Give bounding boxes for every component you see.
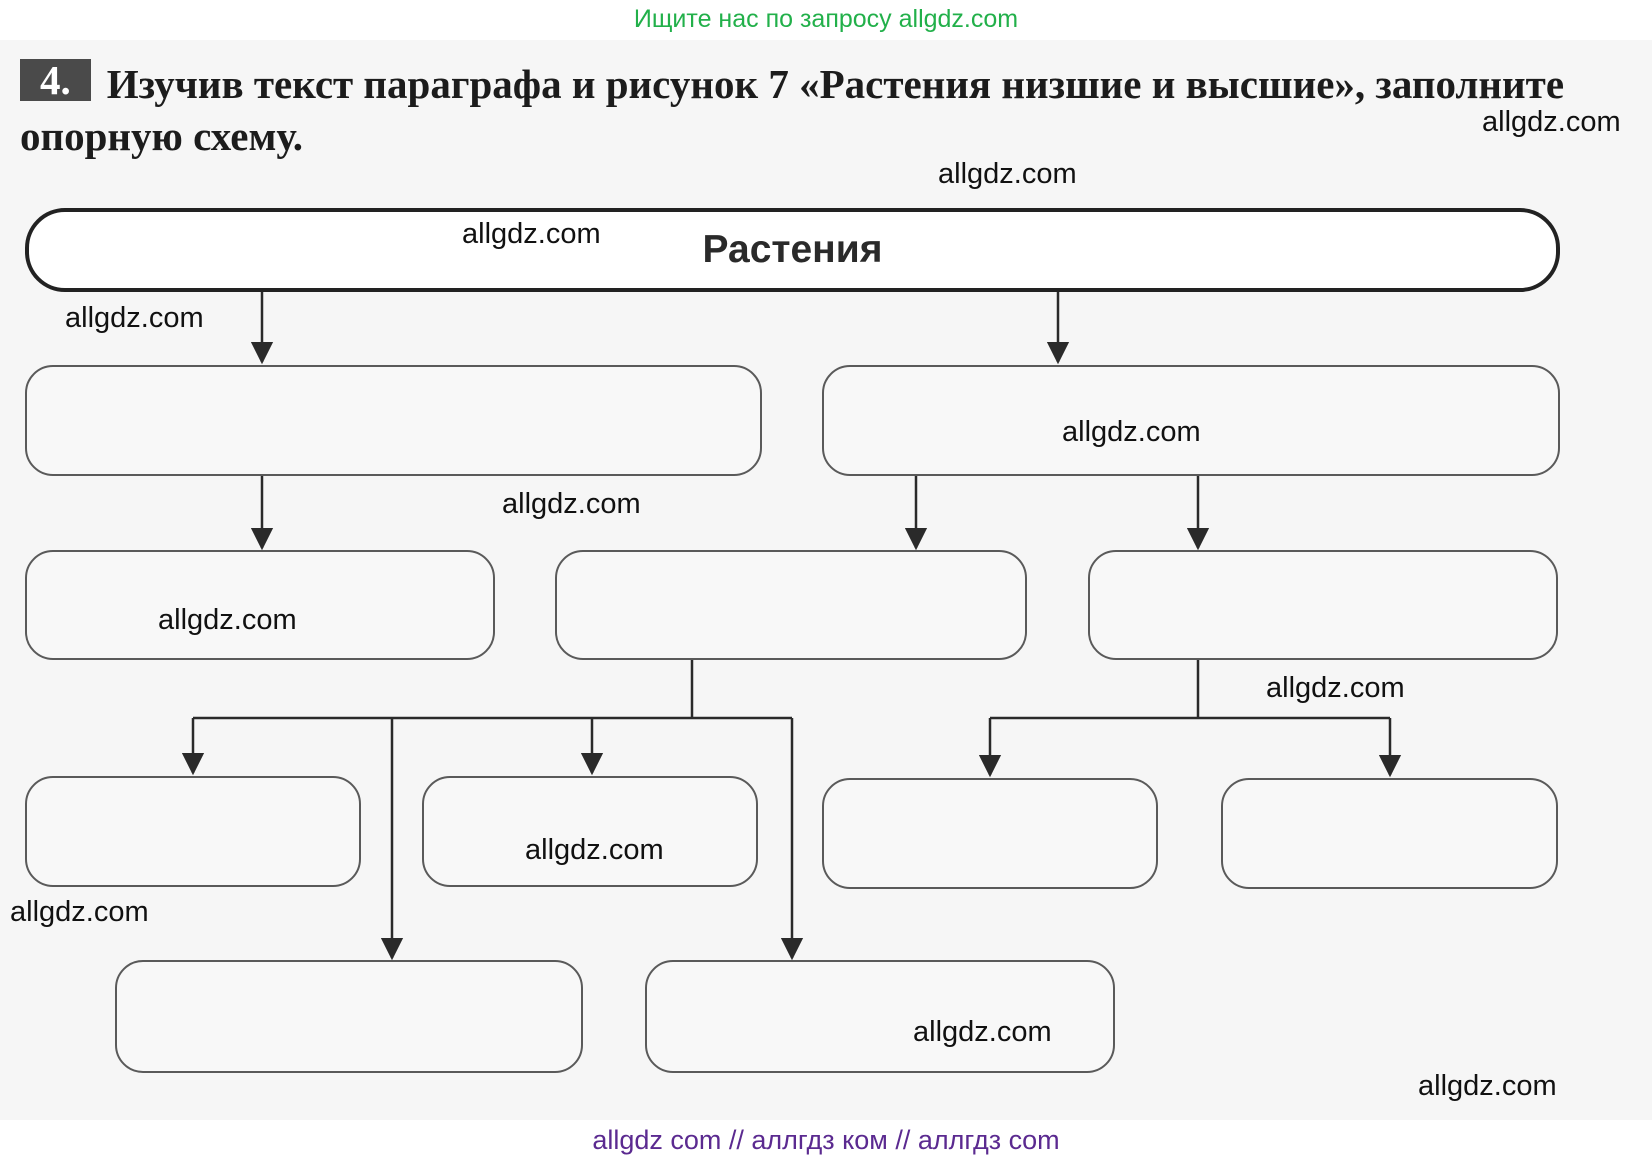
empty-box-4[interactable] (555, 550, 1027, 660)
watermark: allgdz.com (10, 896, 149, 928)
watermark: allgdz.com (462, 218, 601, 250)
watermark: allgdz.com (65, 302, 204, 334)
task-statement: 4.Изучив текст параграфа и рисунок 7 «Ра… (20, 58, 1580, 162)
empty-box-1[interactable] (25, 365, 762, 476)
empty-box-3[interactable] (25, 550, 495, 660)
watermark: allgdz.com (502, 488, 641, 520)
watermark: allgdz.com (938, 158, 1077, 190)
bottom-banner[interactable]: allgdz com // аллгдз ком // аллгдз com (592, 1125, 1060, 1155)
empty-box-10[interactable] (115, 960, 583, 1073)
watermark: allgdz.com (1266, 672, 1405, 704)
task-text: Изучив текст параграфа и рисунок 7 «Раст… (20, 61, 1565, 159)
watermark: allgdz.com (1062, 416, 1201, 448)
watermark: allgdz.com (913, 1016, 1052, 1048)
watermark: allgdz.com (525, 834, 664, 866)
watermark: allgdz.com (158, 604, 297, 636)
empty-box-11[interactable] (645, 960, 1115, 1073)
empty-box-9[interactable] (1221, 778, 1558, 889)
root-label: Растения (702, 228, 883, 271)
empty-box-6[interactable] (25, 776, 361, 887)
empty-box-5[interactable] (1088, 550, 1558, 660)
empty-box-8[interactable] (822, 778, 1158, 889)
plants-root-box: Растения (25, 208, 1560, 292)
empty-box-7[interactable] (422, 776, 758, 887)
top-banner[interactable]: Ищите нас по запросу allgdz.com (633, 5, 1019, 33)
empty-box-2[interactable] (822, 365, 1560, 476)
task-number: 4. (20, 59, 91, 101)
watermark: allgdz.com (1418, 1070, 1557, 1102)
watermark: allgdz.com (1482, 106, 1621, 138)
